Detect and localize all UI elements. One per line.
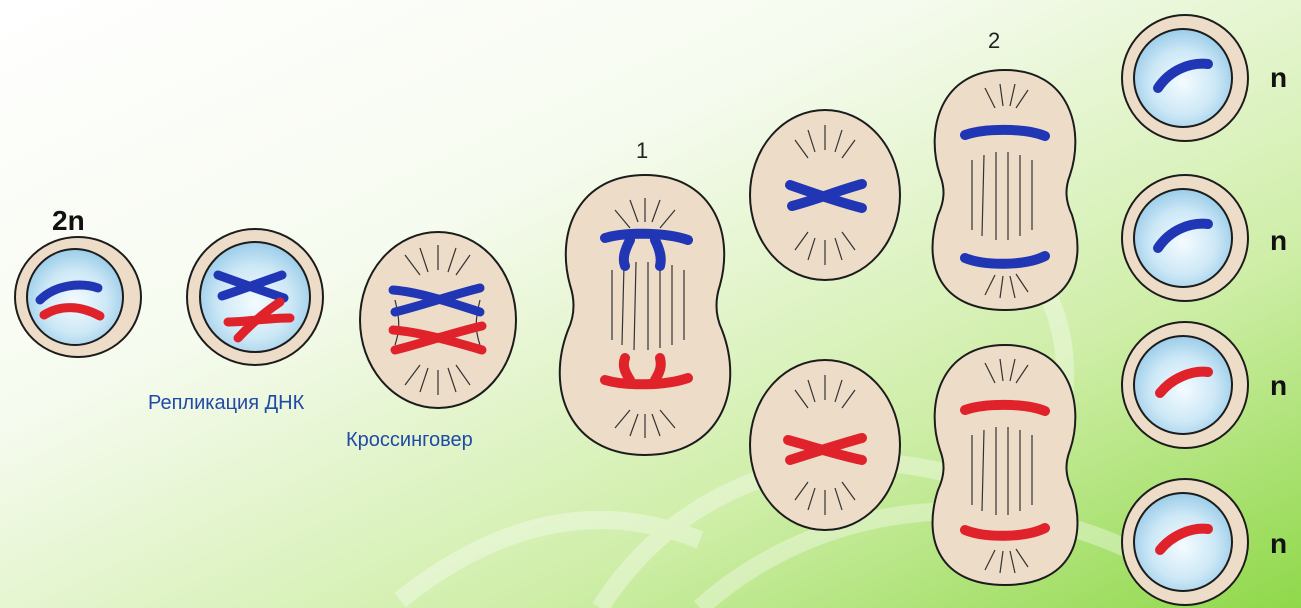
daughter-cell-2 <box>1122 175 1248 301</box>
crossing-over-label: Кроссинговер <box>346 429 473 452</box>
stage-1-label: 1 <box>636 138 648 164</box>
cell-division-1 <box>560 175 730 455</box>
haploid-label-2: n <box>1270 225 1287 257</box>
nucleus <box>200 242 310 352</box>
cell-metaphase-2-red <box>750 360 900 530</box>
cell-interphase-2n <box>15 237 141 357</box>
haploid-label-1: n <box>1270 62 1287 94</box>
daughter-cell-4 <box>1122 479 1248 605</box>
haploid-label-4: n <box>1270 528 1287 560</box>
daughter-cell-3 <box>1122 322 1248 448</box>
cell-replicated <box>187 229 323 365</box>
cell-metaphase-2-blue <box>750 110 900 280</box>
cell-division-2-blue <box>933 70 1078 310</box>
cell-crossing-over <box>360 232 516 408</box>
replication-label: Репликация ДНК <box>148 392 304 415</box>
haploid-label-3: n <box>1270 370 1287 402</box>
stage-2-label: 2 <box>988 28 1000 54</box>
cell-division-2-red <box>933 345 1078 585</box>
daughter-cell-1 <box>1122 15 1248 141</box>
diploid-label: 2n <box>52 205 85 237</box>
